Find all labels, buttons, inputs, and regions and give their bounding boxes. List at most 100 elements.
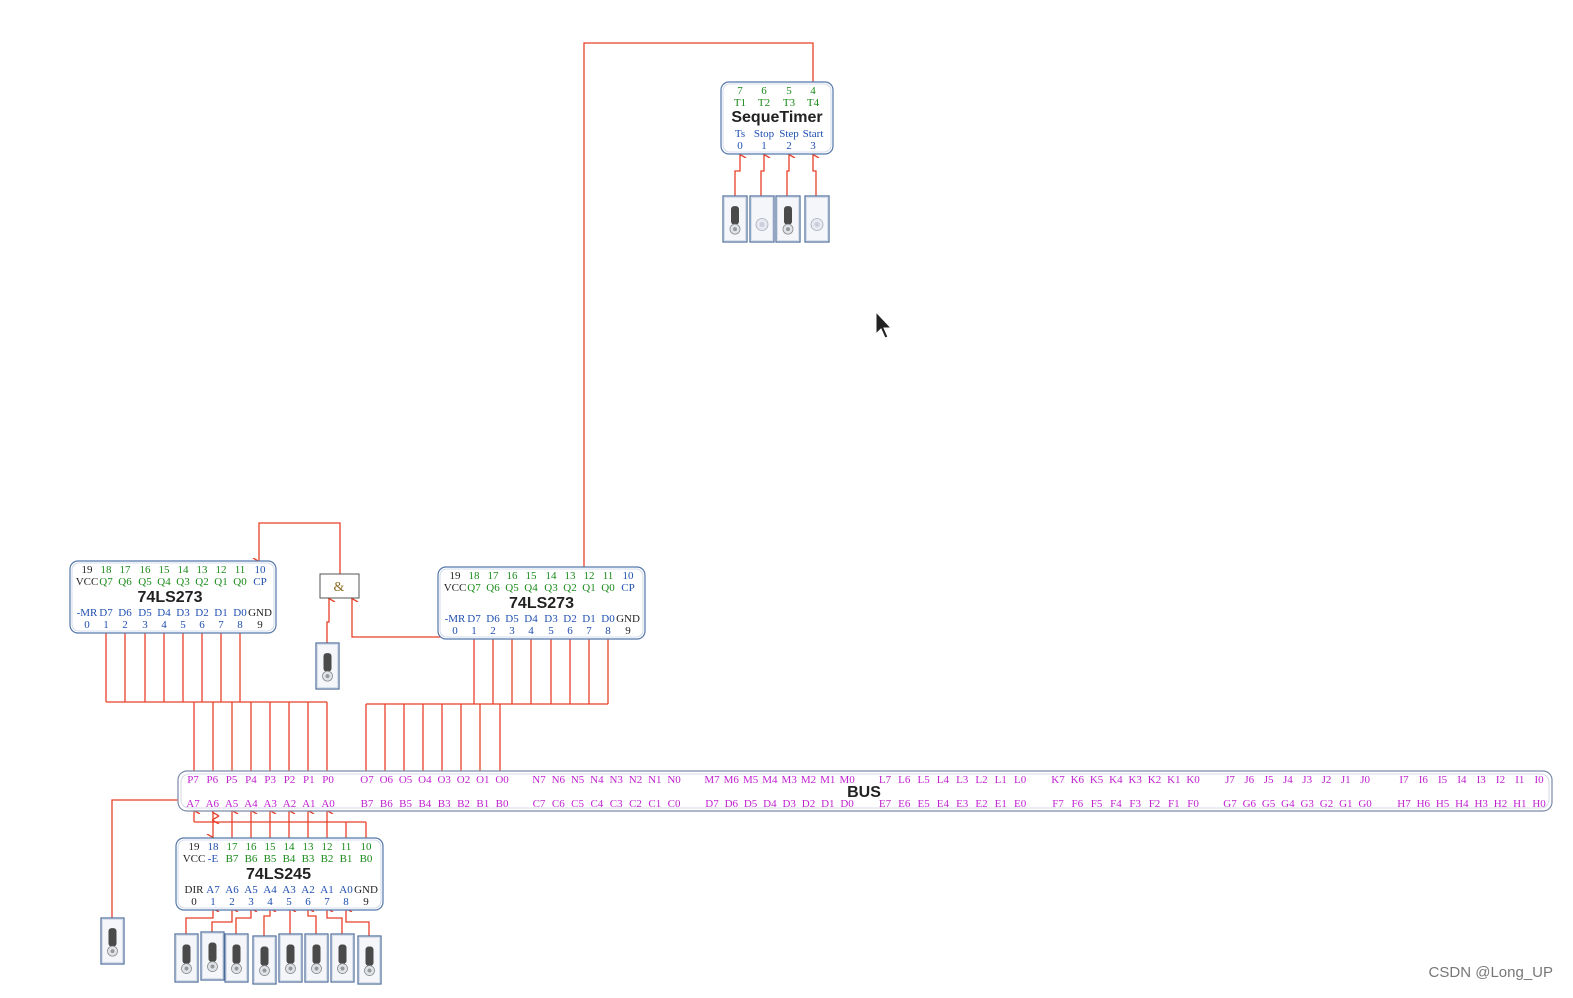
bus-line-label: J7	[1225, 774, 1235, 786]
bus-line-label: H4	[1455, 798, 1469, 810]
bus-line-label: H6	[1417, 798, 1431, 810]
buffer-74ls245-pin-num: 11	[341, 841, 352, 853]
bus-line-label: C7	[533, 798, 546, 810]
bus-line-label: G1	[1339, 798, 1352, 810]
bus-line-label: H5	[1436, 798, 1450, 810]
bus-line-label: J0	[1360, 774, 1370, 786]
mouse-cursor-icon	[875, 310, 893, 339]
register-74ls273-right-pin-num: 13	[565, 570, 577, 582]
bus-line-label: H3	[1474, 798, 1488, 810]
register-74ls273-left-pin-num: 5	[180, 619, 186, 631]
data-switch-3[interactable]	[252, 935, 277, 985]
register-74ls273-right-pin-label: -MR	[445, 613, 466, 625]
register-74ls273-left-pin-num: 12	[216, 564, 227, 576]
data-switch-0[interactable]	[174, 933, 199, 983]
bus-line-label: D4	[763, 798, 777, 810]
bus-line-label: O2	[457, 774, 470, 786]
register-74ls273-left-pin-label: D7	[99, 607, 113, 619]
and-gate-symbol: &	[334, 580, 345, 595]
register-74ls273-left-pin-label: Q0	[233, 576, 247, 588]
register-74ls273-left-pin-num: 15	[159, 564, 171, 576]
data-switch-6[interactable]	[330, 933, 355, 983]
buffer-74ls245-pin-label: A7	[206, 884, 220, 896]
bus-line-label: E0	[1014, 798, 1027, 810]
dir-switch[interactable]	[100, 917, 125, 965]
buffer-74ls245-pin-label: A6	[225, 884, 239, 896]
bus-line-label: H1	[1513, 798, 1526, 810]
buffer-74ls245-pin-num: 14	[284, 841, 296, 853]
data-switch-5[interactable]	[304, 933, 329, 983]
bus-line-label: J6	[1244, 774, 1254, 786]
bus-line-label: D0	[840, 798, 854, 810]
register-74ls273-right-pin-num: 4	[528, 625, 534, 637]
sequence-timer-chip-title: SequeTimer	[731, 109, 822, 126]
register-74ls273-right-pin-label: D2	[563, 613, 576, 625]
timer-switch-3[interactable]	[804, 195, 830, 243]
register-74ls273-left-pin-num: 18	[101, 564, 113, 576]
bus-line-label: M3	[782, 774, 798, 786]
bus-line-label: D7	[705, 798, 719, 810]
buffer-74ls245-pin-label: B5	[264, 853, 277, 865]
timer-switch-0[interactable]	[722, 195, 748, 243]
register-74ls273-right-pin-num: 6	[567, 625, 573, 637]
bus-line-label: J4	[1283, 774, 1293, 786]
bus-line-label: P5	[226, 774, 238, 786]
bus-line-label: M5	[743, 774, 759, 786]
bus-line-label: D6	[725, 798, 739, 810]
sequence-timer-chip-pin-num: 1	[761, 140, 767, 152]
sequence-timer-chip-pin-num: 6	[761, 85, 767, 97]
bus-line-label: H7	[1397, 798, 1411, 810]
timer-switch-1[interactable]	[749, 195, 775, 243]
register-74ls273-right-pin-num: 3	[509, 625, 515, 637]
register-74ls273-right-pin-label: D4	[524, 613, 538, 625]
register-74ls273-left-pin-num: 1	[103, 619, 109, 631]
data-switch-7[interactable]	[357, 935, 382, 985]
buffer-74ls245-pin-num: 18	[208, 841, 220, 853]
register-74ls273-left-pin-label: Q7	[99, 576, 113, 588]
buffer-74ls245-pin-num: 8	[343, 896, 349, 908]
register-74ls273-right-pin-num: 10	[623, 570, 635, 582]
wire-timer-sw3	[813, 154, 816, 198]
register-74ls273-left-pin-label: VCC	[76, 576, 99, 588]
wires	[106, 42, 816, 938]
bus-line-label: O7	[360, 774, 374, 786]
data-switch-4[interactable]	[278, 933, 303, 983]
and-gate[interactable]: &	[319, 573, 360, 599]
bus-line-label: P1	[303, 774, 315, 786]
wire-timer-sw0	[734, 154, 740, 198]
bus-line-label: A2	[283, 798, 296, 810]
register-74ls273-left-pin-num: 8	[237, 619, 243, 631]
sequence-timer-chip-pin-label: T4	[807, 97, 820, 109]
bus-line-label: L5	[917, 774, 930, 786]
data-switch-1[interactable]	[200, 931, 225, 981]
bus-line-label: O5	[399, 774, 413, 786]
data-switch-2[interactable]	[224, 933, 249, 983]
register-74ls273-right-pin-label: Q5	[505, 582, 519, 594]
register-74ls273-right-pin-num: 12	[584, 570, 595, 582]
register-74ls273-left-pin-label: D0	[233, 607, 247, 619]
timer-switch-2[interactable]	[775, 195, 801, 243]
sequence-timer-chip-pin-label: T1	[734, 97, 746, 109]
register-74ls273-right-pin-label: D3	[544, 613, 558, 625]
sequence-timer-chip-pin-label: Stop	[754, 128, 775, 140]
bus-line-label: I7	[1399, 774, 1409, 786]
register-74ls273-right-pin-label: Q7	[467, 582, 481, 594]
bus-line-label: I6	[1419, 774, 1429, 786]
register-74ls273-right-pin-num: 0	[452, 625, 458, 637]
bus-line-label: L0	[1014, 774, 1027, 786]
bus-line-label: A7	[186, 798, 200, 810]
wire-and-in2	[352, 598, 444, 638]
bus-line-label: L4	[937, 774, 950, 786]
and-input-switch[interactable]	[315, 642, 340, 690]
buffer-74ls245-pin-label: A4	[263, 884, 277, 896]
bus-line-label: K4	[1109, 774, 1123, 786]
buffer-74ls245-pin-label: B1	[340, 853, 353, 865]
register-74ls273-right-pin-label: Q6	[486, 582, 500, 594]
